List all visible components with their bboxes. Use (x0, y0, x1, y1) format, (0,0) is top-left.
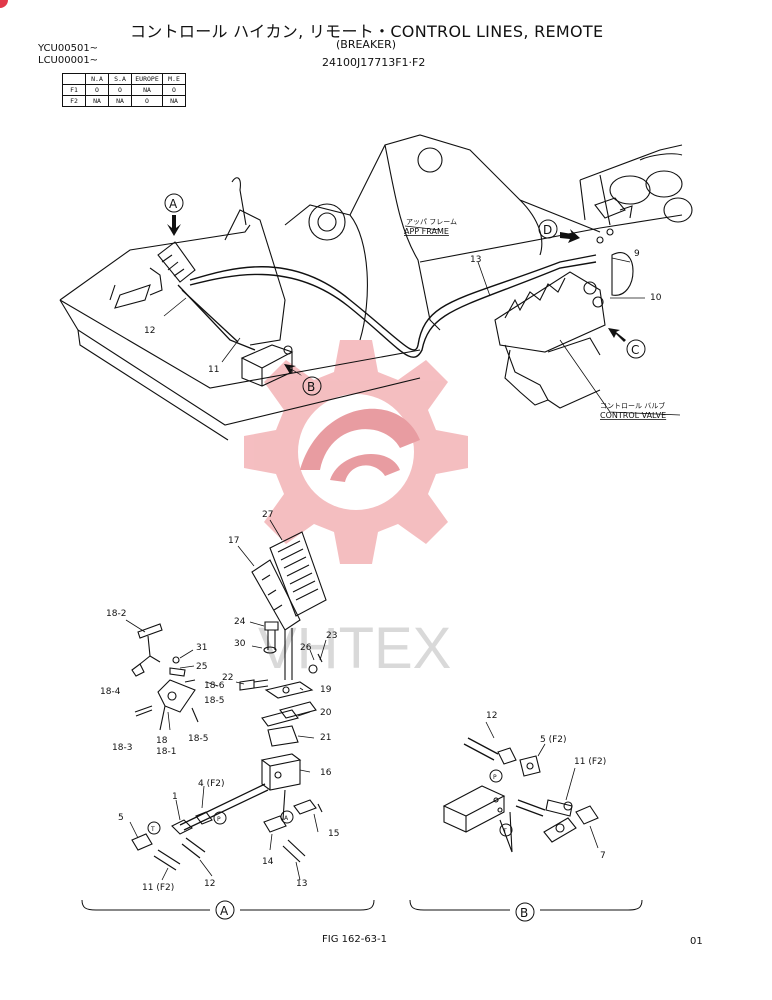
callout-label: 19 (320, 685, 332, 695)
callout-label: 27 (262, 510, 273, 520)
arrow-up-left-icon (284, 364, 302, 376)
callout-label: 30 (234, 639, 246, 649)
frame-label-jp: アッパ フレーム (406, 218, 457, 226)
detail-a-drawing (125, 519, 327, 881)
valve-label-jp: コントロール バルブ (600, 401, 665, 410)
callout-label: 18-2 (106, 609, 126, 619)
callout-label: 24 (234, 617, 246, 627)
view-letter-circle (626, 339, 646, 359)
view-letter-circle (164, 193, 184, 213)
callout-label: 12 (144, 326, 155, 336)
frame-label: APP FRAME (404, 227, 449, 236)
availability-cell: NA (108, 95, 132, 107)
port-mark: T (150, 826, 155, 833)
callout-label: 14 (262, 857, 274, 867)
figure-number: FIG 162-63-1 (322, 934, 388, 945)
callout-label: 1 (172, 792, 178, 802)
callout-label: 31 (196, 643, 207, 653)
availability-cell: NA (162, 95, 186, 107)
arrow-right-icon (560, 229, 580, 243)
location-labels: アッパ フレーム APP FRAME コントロール バルブ CONTROL VA… (404, 218, 666, 420)
callout-label: 18-5 (188, 734, 208, 744)
availability-table: N.A S.A EUROPE M.E F1 O O NA O F2 NA NA … (62, 73, 186, 107)
callout-label: 26 (300, 643, 312, 653)
callout-label: 11 (208, 365, 219, 375)
corner-marker (0, 0, 8, 8)
serial-range-2: LCU00001~ (38, 55, 99, 66)
callout-label: 20 (320, 708, 332, 718)
callout-label: 5 (118, 813, 124, 823)
arrow-up-left-icon (608, 328, 626, 342)
view-letter: B (307, 380, 315, 394)
view-letter-circle (538, 219, 558, 239)
callout-label: 5 (F2) (540, 735, 567, 745)
callout-label: 15 (328, 829, 339, 839)
callout-label: 13 (296, 879, 307, 889)
callout-label: 12 (204, 879, 215, 889)
callout-label: 4 (F2) (198, 779, 225, 789)
section-a-label: A (220, 904, 229, 918)
view-letter-circle (302, 376, 322, 396)
view-letter: D (543, 223, 552, 237)
callout-label: 18-3 (112, 743, 132, 753)
section-b-label: B (520, 906, 528, 920)
section-brackets: A B (81, 899, 643, 922)
callout-label: 18-6 (204, 681, 225, 691)
callout-label: 18-1 (156, 747, 176, 757)
callout-label: 13 (470, 255, 481, 265)
callout-label: 16 (320, 768, 332, 778)
port-mark: A (284, 815, 289, 822)
page-number: 01 (690, 936, 703, 947)
port-mark: P (493, 774, 497, 781)
watermark-gear-logo (244, 340, 468, 564)
callout-label: 18-4 (100, 687, 121, 697)
top-callouts: 13 9 10 12 11 (144, 249, 662, 375)
part-number: 24100J17713F1·F2 (322, 56, 426, 69)
callout-label: 21 (320, 733, 331, 743)
callout-label: 11 (F2) (142, 883, 174, 893)
callout-label: 10 (650, 293, 662, 303)
detail-a-callouts: 27 17 18-2 24 23 31 30 25 26 18-6 18-4 2… (100, 510, 339, 893)
serial-range-1: YCU00501~ (38, 43, 99, 54)
port-mark: P (217, 816, 221, 823)
valve-label: CONTROL VALVE (600, 411, 666, 420)
view-letter: C (631, 343, 639, 357)
section-b-circle (515, 902, 535, 922)
callout-label: 23 (326, 631, 337, 641)
callout-label: 22 (222, 673, 233, 683)
arrow-down-icon (167, 215, 181, 236)
callout-label: 9 (634, 249, 640, 259)
callout-label: 7 (600, 851, 606, 861)
callout-label: 25 (196, 662, 207, 672)
callout-label: 12 (486, 711, 497, 721)
page-title: コントロール ハイカン, リモート・CONTROL LINES, REMOTE (130, 22, 604, 41)
view-indicators-top: A B C D (164, 193, 646, 396)
availability-row: F1 O O NA O (62, 84, 186, 96)
callout-label: 11 (F2) (574, 757, 606, 767)
callout-label: 17 (228, 536, 239, 546)
upper-frame-drawing (59, 134, 693, 441)
availability-row: F2 NA NA O NA (62, 95, 186, 107)
view-letter: A (169, 197, 178, 211)
page-subtitle: (BREAKER) (336, 38, 397, 51)
detail-b-drawing (442, 721, 599, 853)
watermark-text: VHTEX (258, 616, 451, 681)
detail-b-callouts: 12 5 (F2) 11 (F2) 7 (486, 711, 606, 861)
section-a-circle (215, 900, 235, 920)
callout-label: 18-5 (204, 696, 224, 706)
callout-label: 18 (156, 736, 168, 746)
